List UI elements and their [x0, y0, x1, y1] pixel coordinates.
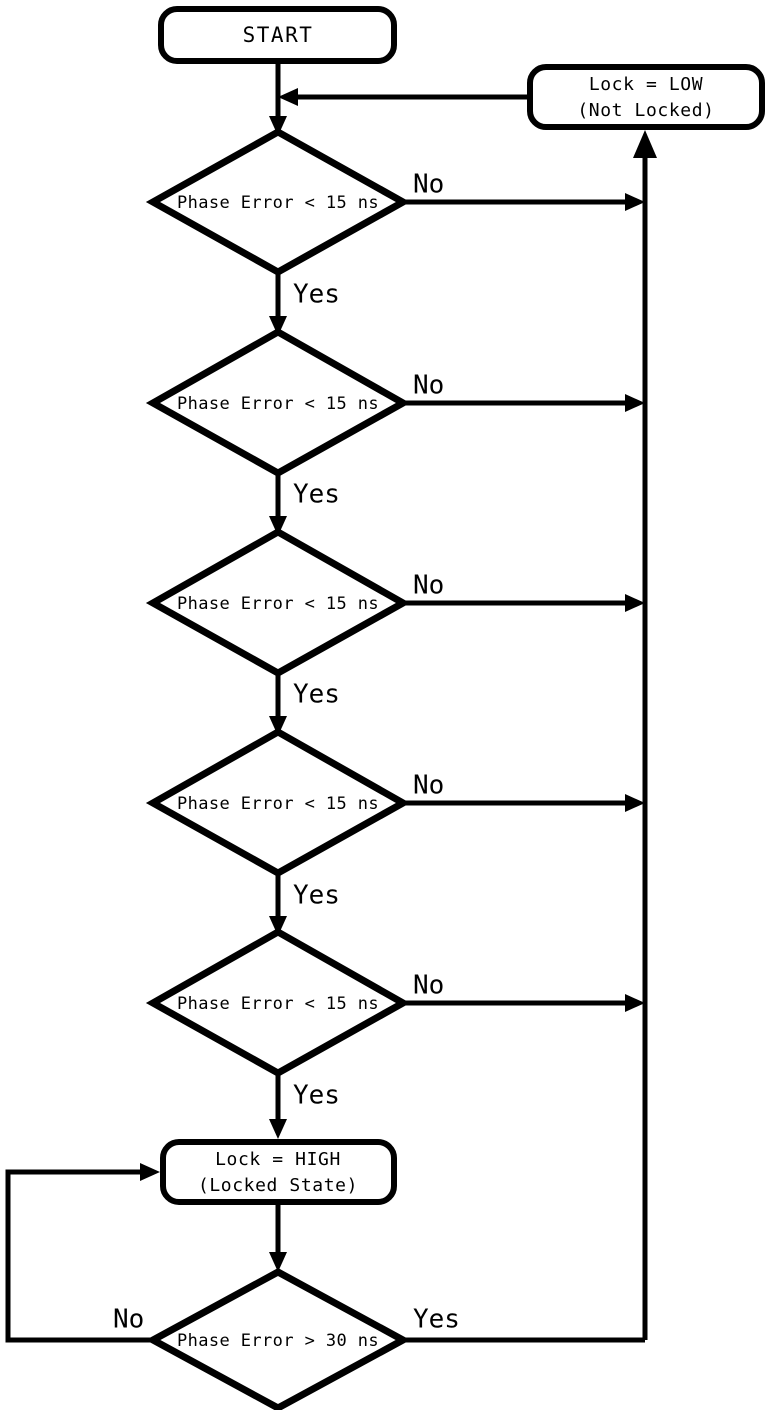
- decision-4-shape: [145, 727, 411, 878]
- arrowhead-d1-yes: [269, 316, 287, 336]
- node-decision-4[interactable]: Phase Error < 15 ns: [145, 727, 411, 878]
- edge-label-d3-no: No: [413, 571, 444, 601]
- node-decision-3[interactable]: Phase Error < 15 ns: [145, 527, 411, 678]
- node-start[interactable]: START: [158, 6, 397, 64]
- decision-6-label: Phase Error > 30 ns: [177, 1331, 379, 1351]
- decision-2-shape: [145, 327, 411, 478]
- arrowhead-d2-no: [625, 394, 645, 412]
- decision-1-shape: [145, 127, 411, 277]
- decision-2-label: Phase Error < 15 ns: [177, 394, 379, 414]
- edge-label-d6-no: No: [113, 1305, 144, 1335]
- node-lock-high[interactable]: Lock = HIGH (Locked State): [160, 1139, 397, 1205]
- decision-5-shape: [145, 927, 411, 1078]
- node-lock-low[interactable]: Lock = LOW (Not Locked): [527, 64, 765, 130]
- decision-4-label: Phase Error < 15 ns: [177, 794, 379, 814]
- arrowhead-start-to-d1: [269, 116, 287, 136]
- arrowhead-d4-yes: [269, 916, 287, 936]
- arrowhead-d6-no-loop: [140, 1163, 160, 1181]
- decision-3-label: Phase Error < 15 ns: [177, 594, 379, 614]
- edge-label-d5-yes: Yes: [293, 1081, 340, 1111]
- arrowhead-d3-no: [625, 594, 645, 612]
- edge-label-d3-yes: Yes: [293, 680, 340, 710]
- lock-high-box-shape: [160, 1139, 397, 1205]
- arrowhead-d5-no: [625, 994, 645, 1012]
- node-decision-1[interactable]: Phase Error < 15 ns: [145, 127, 411, 277]
- lock-high-label-line2: (Locked State): [198, 1175, 358, 1196]
- arrowhead-d3-yes: [269, 716, 287, 736]
- arrowhead-d1-no: [625, 193, 645, 211]
- edge-label-d2-no: No: [413, 371, 444, 401]
- node-decision-6[interactable]: Phase Error > 30 ns: [145, 1268, 411, 1410]
- lock-low-label-line2: (Not Locked): [577, 100, 714, 121]
- decision-6-shape: [145, 1268, 411, 1410]
- lock-high-label-line1: Lock = HIGH: [215, 1149, 341, 1170]
- edge-d6-no-loop: [5, 1169, 153, 1343]
- edge-label-d6-yes: Yes: [413, 1305, 460, 1335]
- edge-label-d4-yes: Yes: [293, 881, 340, 911]
- edge-label-d4-no: No: [413, 771, 444, 801]
- arrowhead-locklow-to-main: [278, 88, 298, 106]
- edge-label-d1-no: No: [413, 170, 444, 200]
- arrowhead-d5-yes: [269, 1119, 287, 1139]
- edge-label-d2-yes: Yes: [293, 480, 340, 510]
- decision-5-label: Phase Error < 15 ns: [177, 994, 379, 1014]
- start-label: START: [243, 23, 314, 47]
- decision-3-shape: [145, 527, 411, 678]
- decision-1-label: Phase Error < 15 ns: [177, 193, 379, 213]
- arrowhead-lockhigh-to-d6: [269, 1252, 287, 1272]
- start-box-shape: [158, 6, 397, 64]
- node-decision-2[interactable]: Phase Error < 15 ns: [145, 327, 411, 478]
- arrowhead-right-bus-to-locklow: [633, 130, 657, 158]
- edge-label-d1-yes: Yes: [293, 280, 340, 310]
- lock-low-label-line1: Lock = LOW: [589, 74, 703, 95]
- node-decision-5[interactable]: Phase Error < 15 ns: [145, 927, 411, 1078]
- arrowhead-d4-no: [625, 794, 645, 812]
- arrowhead-d2-yes: [269, 516, 287, 536]
- edge-label-d5-no: No: [413, 971, 444, 1001]
- lock-low-box-shape: [527, 64, 765, 130]
